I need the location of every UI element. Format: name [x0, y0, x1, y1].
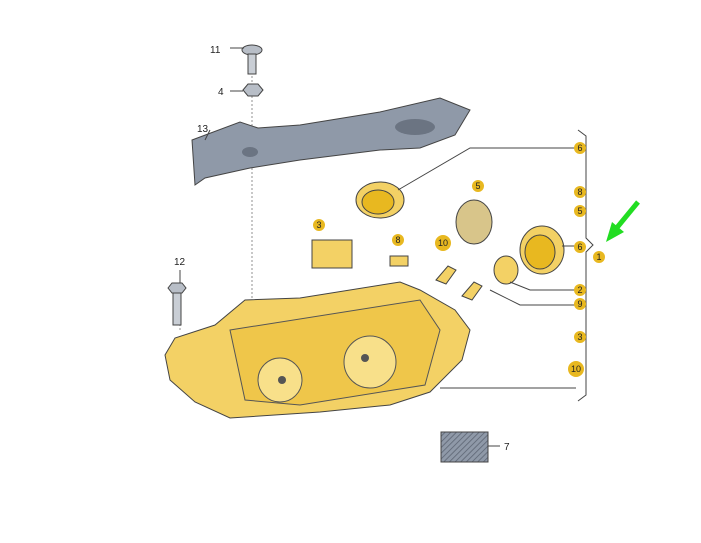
side-bulb [389, 255, 409, 267]
svg-text:10: 10 [571, 364, 581, 374]
part-7-swatch [440, 431, 489, 463]
svg-text:3: 3 [577, 332, 582, 342]
svg-text:6: 6 [577, 143, 582, 153]
column-badge-6-top[interactable]: 6 [574, 142, 586, 154]
callout-12: 12 [174, 257, 186, 268]
svg-text:6: 6 [577, 242, 582, 252]
svg-text:1: 1 [596, 252, 601, 262]
callout-4: 4 [218, 87, 224, 98]
column-badge-8[interactable]: 8 [574, 186, 586, 198]
column-badge-2[interactable]: 2 [574, 284, 586, 296]
high-beam-reflector [343, 335, 397, 389]
h7-bulb-2 [461, 281, 483, 301]
bracket-slot [395, 119, 435, 135]
adjuster-ring [455, 199, 493, 245]
group-bracket [577, 129, 594, 402]
svg-text:8: 8 [395, 235, 400, 245]
bolt-head [167, 282, 187, 294]
svg-text:5: 5 [577, 206, 582, 216]
column-badge-3[interactable]: 3 [574, 331, 586, 343]
h7-bulb [435, 265, 457, 285]
svg-text:8: 8 [577, 187, 582, 197]
column-badge-9[interactable]: 9 [574, 298, 586, 310]
callout-11: 11 [210, 45, 221, 56]
green-arrow-icon [613, 200, 640, 232]
bulb-holder-2 [493, 255, 519, 285]
nut [242, 83, 264, 97]
svg-text:10: 10 [438, 238, 448, 248]
screw-shaft [247, 53, 257, 75]
callout-7: 7 [504, 442, 510, 453]
assembly-guide-lines [179, 60, 253, 330]
badge-8[interactable]: 8 [392, 234, 404, 246]
badge-10[interactable]: 10 [435, 235, 451, 251]
column-badge-10[interactable]: 10 [568, 361, 584, 377]
badge-5[interactable]: 5 [472, 180, 484, 192]
bracket-hole [242, 147, 258, 157]
column-badge-6[interactable]: 6 [574, 241, 586, 253]
bolt-shaft [172, 292, 182, 326]
column-badge-1[interactable]: 1 [593, 251, 605, 263]
svg-text:9: 9 [577, 299, 582, 309]
svg-text:5: 5 [475, 181, 480, 191]
svg-text:2: 2 [577, 285, 582, 295]
column-badge-5[interactable]: 5 [574, 205, 586, 217]
svg-text:3: 3 [316, 220, 321, 230]
leveling-motor [311, 239, 353, 269]
callout-13: 13 [197, 124, 209, 135]
mounting-bracket [191, 97, 471, 186]
badge-3[interactable]: 3 [313, 219, 325, 231]
